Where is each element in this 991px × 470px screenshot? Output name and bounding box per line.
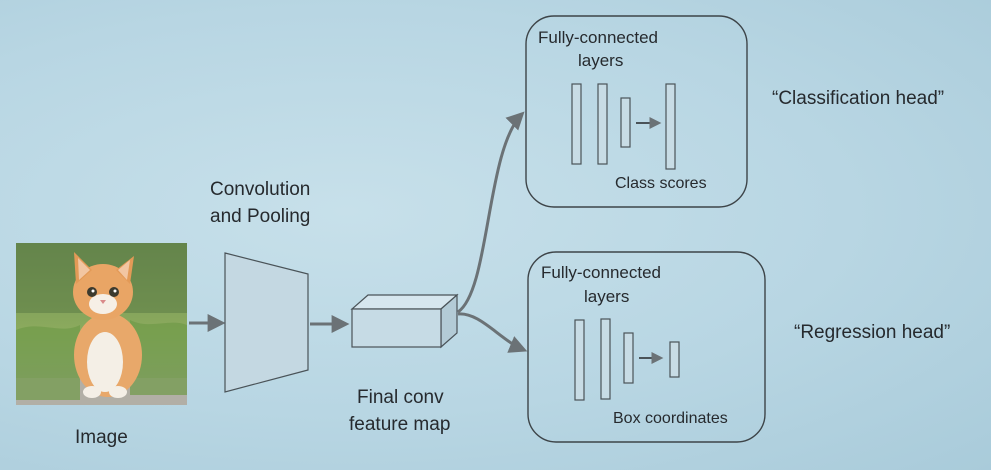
classification-head-box — [525, 15, 748, 208]
classification-head-label: “Classification head” — [772, 88, 945, 109]
box-coordinates-label: Box coordinates — [613, 410, 728, 427]
featuremap-label-line1: Final conv — [357, 387, 444, 408]
fc-layer-bar — [620, 97, 631, 148]
class-scores-bar — [665, 83, 676, 170]
regression-box-title-line2: layers — [584, 287, 630, 306]
regression-box-title-line1: Fully-connected — [541, 263, 662, 282]
fc-layer-bar — [597, 83, 608, 165]
conv-label-line1: Convolution — [210, 179, 311, 200]
regression-head-box — [527, 251, 766, 443]
kitten-head — [73, 264, 133, 320]
fc-layer-bar — [571, 83, 582, 165]
fc-layer-bar — [600, 318, 611, 400]
featuremap-label-line2: feature map — [349, 414, 451, 435]
class-scores-label: Class scores — [615, 175, 707, 192]
feature-map-block — [350, 293, 459, 349]
arrow-to-regression-head — [457, 312, 528, 353]
conv-pooling-block — [224, 252, 309, 393]
classification-box-title-line2: layers — [578, 51, 624, 70]
fc-layer-bar — [623, 332, 634, 384]
classification-box-title-line1: Fully-connected — [538, 28, 659, 47]
image-label: Image — [75, 427, 128, 448]
regression-head-label: “Regression head” — [794, 322, 951, 343]
arrow-to-classification-head — [457, 111, 525, 314]
conv-label-line2: and Pooling — [210, 206, 311, 227]
fc-layer-bar — [574, 319, 585, 401]
box-coordinates-bar — [669, 341, 680, 378]
input-image — [16, 243, 187, 405]
